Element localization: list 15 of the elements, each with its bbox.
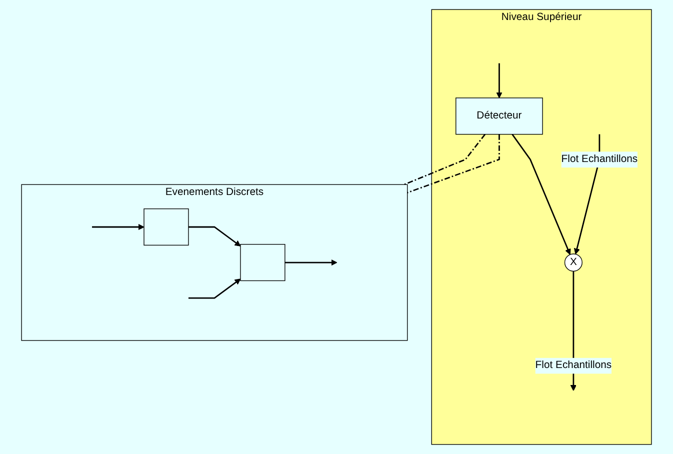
arrow [188, 226, 241, 246]
arrow [284, 259, 338, 266]
cluster: Evenements Discrets [21, 184, 408, 341]
arrow [92, 224, 144, 230]
node-box [240, 244, 286, 282]
arrow [512, 134, 571, 255]
node-circle: X [564, 254, 582, 272]
arrow [496, 63, 502, 98]
arrow [188, 278, 241, 299]
connector [404, 134, 486, 186]
node-box [144, 208, 189, 246]
edge-label: Flot Echantillons [561, 153, 638, 165]
connector [407, 134, 500, 194]
edge-label: Flot Echantillons [535, 359, 612, 371]
node-box: Détecteur [456, 98, 543, 135]
